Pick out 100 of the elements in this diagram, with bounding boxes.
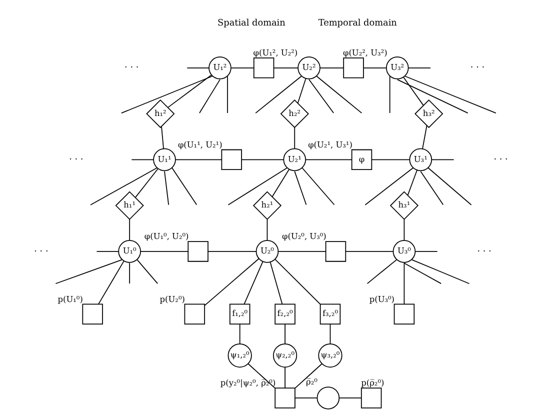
connector [308, 79, 334, 114]
node-box [274, 388, 296, 408]
node-box [221, 149, 242, 170]
connector [172, 167, 198, 206]
connector [161, 126, 164, 149]
connector [414, 251, 438, 252]
connector [239, 324, 240, 344]
connector [404, 218, 405, 241]
node-box [82, 304, 103, 324]
connector [371, 159, 410, 160]
connector [199, 79, 220, 114]
label: · · · [69, 155, 84, 166]
connector [134, 168, 158, 198]
connector [274, 258, 321, 305]
connector [164, 170, 170, 206]
connector [98, 260, 124, 305]
connector [204, 258, 260, 306]
node-box [188, 241, 208, 262]
connector [120, 76, 213, 114]
node-circle: U₃² [386, 56, 409, 80]
node-label: p(U₁⁰) [58, 294, 83, 304]
connector [186, 67, 210, 68]
connector [244, 261, 264, 304]
node-box [360, 388, 382, 408]
connector [129, 262, 130, 284]
node-box: φ [351, 149, 372, 170]
node-diamond: h₂¹ [252, 191, 282, 220]
node-box [325, 241, 346, 262]
connector [168, 74, 212, 108]
connector [136, 259, 158, 284]
node-circle: ψ₂,₂⁰ [272, 343, 298, 368]
node-circle: U₂² [298, 56, 320, 80]
connector [366, 259, 398, 284]
node-label: p(U₃⁰) [369, 294, 395, 304]
connector [129, 218, 130, 241]
node-circle: ψ₃,₂⁰ [318, 343, 342, 368]
connector [228, 167, 288, 206]
label: Temporal domain [318, 18, 397, 29]
connector [411, 259, 470, 284]
connector [428, 167, 472, 206]
node-label: p(ρ̅₂⁰) [361, 378, 384, 388]
connector [305, 159, 352, 160]
node-circle: U₂⁰ [256, 240, 279, 263]
node-box: f₁,₂⁰ [229, 304, 250, 324]
connector [230, 67, 254, 68]
connector [241, 159, 284, 160]
node-diamond: h₁¹ [115, 191, 144, 220]
connector [284, 324, 286, 344]
node-circle [316, 386, 340, 410]
label: · · · [494, 155, 508, 166]
connector [175, 159, 222, 160]
connector [255, 76, 302, 114]
node-box [343, 58, 364, 78]
node-circle: U₁² [208, 56, 232, 80]
node-label: φ(U₂¹, U₃¹) [308, 139, 352, 150]
node-box [394, 304, 415, 324]
node-label: φ(U₂², U₃²) [342, 48, 388, 58]
connector [404, 76, 496, 114]
node-box: f₂,₂⁰ [274, 304, 296, 324]
node-diamond: h₁² [146, 99, 175, 128]
connector [363, 67, 387, 68]
connector [422, 125, 428, 150]
connector [96, 251, 119, 252]
connector [364, 167, 414, 206]
label: · · · [34, 246, 48, 257]
connector [345, 251, 394, 252]
node-box [184, 304, 206, 324]
node-circle: ψ₁,₂⁰ [228, 343, 252, 368]
connector [270, 262, 283, 304]
connector [294, 127, 296, 149]
connector [266, 218, 268, 241]
connector [227, 76, 228, 114]
connector [320, 67, 344, 68]
connector [302, 167, 335, 206]
connector [316, 76, 362, 114]
node-label: φ(U₁², U₂²) [253, 48, 298, 58]
connector [404, 262, 405, 304]
node-label: φ(U₁⁰, U₂⁰) [144, 231, 189, 242]
node-label: φ(U₁¹, U₂¹) [178, 139, 222, 150]
connector [294, 170, 307, 206]
node-diamond: h₃² [414, 99, 444, 128]
node-diamond: h₃¹ [390, 191, 419, 220]
connector [278, 251, 326, 252]
connector [420, 170, 444, 206]
connector [402, 76, 424, 106]
node-label: p(U₂⁰) [160, 294, 185, 304]
node-box [253, 58, 274, 78]
connector [294, 363, 322, 389]
connector [408, 67, 431, 68]
label: Spatial domain [218, 18, 286, 29]
connector [404, 262, 442, 284]
connector [396, 79, 468, 114]
connector [389, 76, 390, 114]
node-label: φ(U₂⁰, U₃⁰) [282, 231, 326, 242]
connector [208, 251, 257, 252]
connector [140, 251, 188, 252]
connector [284, 366, 286, 388]
connector [330, 324, 331, 344]
node-circle: U₁⁰ [118, 240, 141, 263]
node-circle: U₁¹ [153, 148, 176, 172]
